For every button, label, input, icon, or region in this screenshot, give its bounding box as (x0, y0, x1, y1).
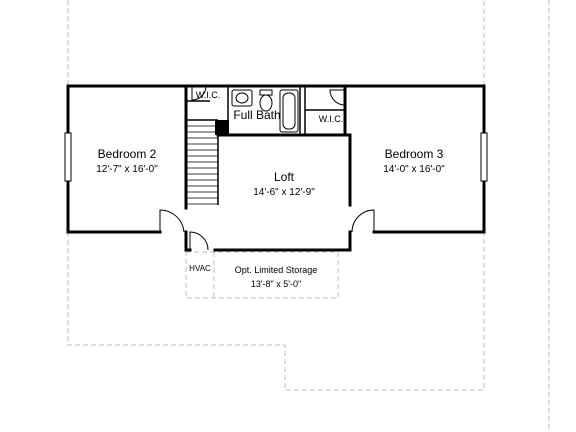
full-bath-name: Full Bath (233, 108, 280, 122)
door-swings (159, 85, 375, 251)
wic-left-name: W.I.C. (196, 90, 221, 100)
windows (64, 132, 488, 182)
storage-name: Opt. Limited Storage (235, 265, 318, 275)
loft-size: 14'-6" x 12'-9" (253, 187, 315, 198)
stairs (186, 125, 218, 205)
tub-icon (279, 89, 299, 133)
bedroom3-size: 14'-0" x 16'-0" (383, 164, 445, 175)
toilet-icon (259, 89, 273, 96)
chase-block (215, 120, 229, 135)
hvac-name: HVAC (189, 264, 211, 273)
bedroom2-size: 12'-7" x 16'-0" (96, 164, 158, 175)
wic-right-name: W.I.C. (319, 114, 344, 124)
lower-floor-outline (67, 0, 550, 432)
bedroom3-name: Bedroom 3 (385, 147, 444, 161)
sink-icon (231, 89, 253, 107)
loft-name: Loft (274, 170, 295, 184)
bath-fixtures (231, 89, 299, 133)
bedroom2-name: Bedroom 2 (98, 147, 157, 161)
storage-size: 13'-8" x 5'-0" (251, 279, 301, 289)
